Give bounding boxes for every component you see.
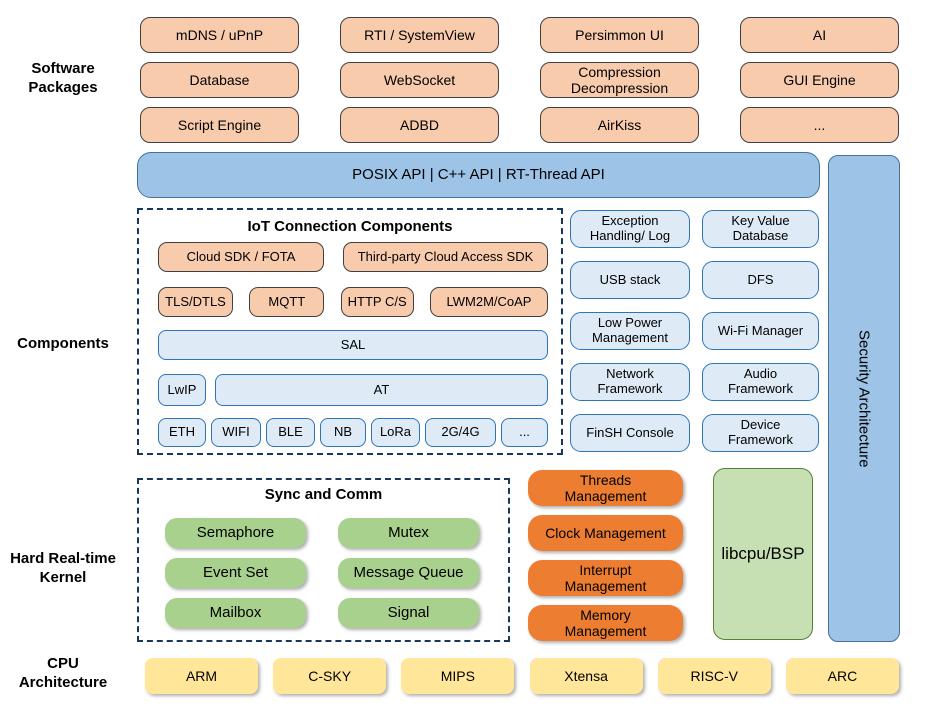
pkg-box-ai: AI [740, 17, 899, 53]
section-label-software-packages: Software Packages [28, 60, 98, 96]
mgmt-box-threads: Threads Management [528, 470, 683, 506]
iot-links-row: ETH WIFI BLE NB LoRa 2G/4G ... [158, 418, 548, 447]
pkg-box-rti-systemview: RTI / SystemView [340, 17, 499, 53]
box-third-party-cloud-sdk: Third-party Cloud Access SDK [343, 242, 548, 272]
security-architecture-label: Security Architecture [855, 329, 873, 468]
link-box-wifi: WIFI [211, 418, 261, 447]
pkg-box-adbd: ADBD [340, 107, 499, 143]
link-box-eth: ETH [158, 418, 206, 447]
box-cloud-sdk-fota: Cloud SDK / FOTA [158, 242, 324, 272]
iot-protocol-row: TLS/DTLS MQTT HTTP C/S LWM2M/CoAP [158, 287, 548, 317]
section-label-kernel: Hard Real-time Kernel [10, 550, 116, 586]
box-tls-dtls: TLS/DTLS [158, 287, 233, 317]
comp-box-wifi-manager: Wi-Fi Manager [702, 312, 819, 350]
pkg-box-websocket: WebSocket [340, 62, 499, 98]
cpu-box-arm: ARM [145, 658, 258, 694]
comp-box-usb-stack: USB stack [570, 261, 690, 299]
mgmt-box-clock: Clock Management [528, 515, 683, 551]
box-http-cs: HTTP C/S [340, 287, 414, 317]
comp-box-audio-framework: Audio Framework [702, 363, 819, 401]
cpu-box-csky: C-SKY [273, 658, 387, 694]
comp-box-dfs: DFS [702, 261, 819, 299]
link-box-nb: NB [320, 418, 366, 447]
comp-box-low-power-mgmt: Low Power Management [570, 312, 690, 350]
link-box-more: ... [501, 418, 548, 447]
comp-box-network-framework: Network Framework [570, 363, 690, 401]
comp-box-exception-log: Exception Handling/ Log [570, 210, 690, 248]
mgmt-box-memory: Memory Management [528, 605, 683, 641]
kernel-box-semaphore: Semaphore [165, 518, 306, 548]
cpu-architecture-group: ARM C-SKY MIPS Xtensa RISC-V ARC [145, 658, 899, 694]
iot-connection-components-group: IoT Connection Components Cloud SDK / FO… [137, 208, 563, 455]
kernel-box-mutex: Mutex [338, 518, 479, 548]
kernel-management-group: Threads Management Clock Management Inte… [528, 470, 683, 641]
box-lwip: LwIP [158, 374, 206, 406]
comp-box-key-value-db: Key Value Database [702, 210, 819, 248]
pkg-box-more: ... [740, 107, 899, 143]
section-label-cpu-architecture: CPU Architecture [18, 655, 108, 691]
cpu-box-riscv: RISC-V [657, 658, 771, 694]
comp-box-finsh-console: FinSH Console [570, 414, 690, 452]
pkg-box-script-engine: Script Engine [140, 107, 299, 143]
software-packages-group: mDNS / uPnP RTI / SystemView Persimmon U… [140, 17, 899, 143]
comp-box-device-framework: Device Framework [702, 414, 819, 452]
libcpu-bsp-box: libcpu/BSP [713, 468, 813, 640]
sync-and-comm-grid: Semaphore Mutex Event Set Message Queue … [165, 518, 479, 628]
iot-group-title: IoT Connection Components [247, 218, 453, 235]
pkg-box-gui-engine: GUI Engine [740, 62, 899, 98]
link-box-2g4g: 2G/4G [425, 418, 496, 447]
link-box-ble: BLE [266, 418, 315, 447]
pkg-box-persimmon-ui: Persimmon UI [540, 17, 699, 53]
cpu-box-xtensa: Xtensa [529, 658, 643, 694]
pkg-box-compression: Compression Decompression [540, 62, 699, 98]
api-layer-bar: POSIX API | C++ API | RT-Thread API [137, 152, 820, 198]
mgmt-box-interrupt: Interrupt Management [528, 560, 683, 596]
sync-and-comm-title: Sync and Comm [264, 486, 383, 503]
box-lwm2m-coap: LWM2M/CoAP [429, 287, 548, 317]
pkg-box-airkiss: AirKiss [540, 107, 699, 143]
kernel-box-message-queue: Message Queue [338, 558, 479, 588]
iot-cloud-row: Cloud SDK / FOTA Third-party Cloud Acces… [158, 242, 548, 272]
components-group: Exception Handling/ Log Key Value Databa… [570, 210, 819, 452]
box-at: AT [215, 374, 548, 406]
pkg-box-database: Database [140, 62, 299, 98]
cpu-box-mips: MIPS [401, 658, 515, 694]
iot-stack-row: LwIP AT [158, 374, 548, 406]
link-box-lora: LoRa [371, 418, 420, 447]
security-architecture-bar: Security Architecture [828, 155, 900, 642]
cpu-box-arc: ARC [785, 658, 899, 694]
kernel-box-event-set: Event Set [165, 558, 306, 588]
pkg-box-mdns-upnp: mDNS / uPnP [140, 17, 299, 53]
box-mqtt: MQTT [249, 287, 325, 317]
kernel-box-mailbox: Mailbox [165, 598, 306, 628]
section-label-components: Components [17, 335, 109, 352]
box-sal: SAL [158, 330, 548, 360]
sync-and-comm-group: Sync and Comm Semaphore Mutex Event Set … [137, 478, 510, 642]
kernel-box-signal: Signal [338, 598, 479, 628]
